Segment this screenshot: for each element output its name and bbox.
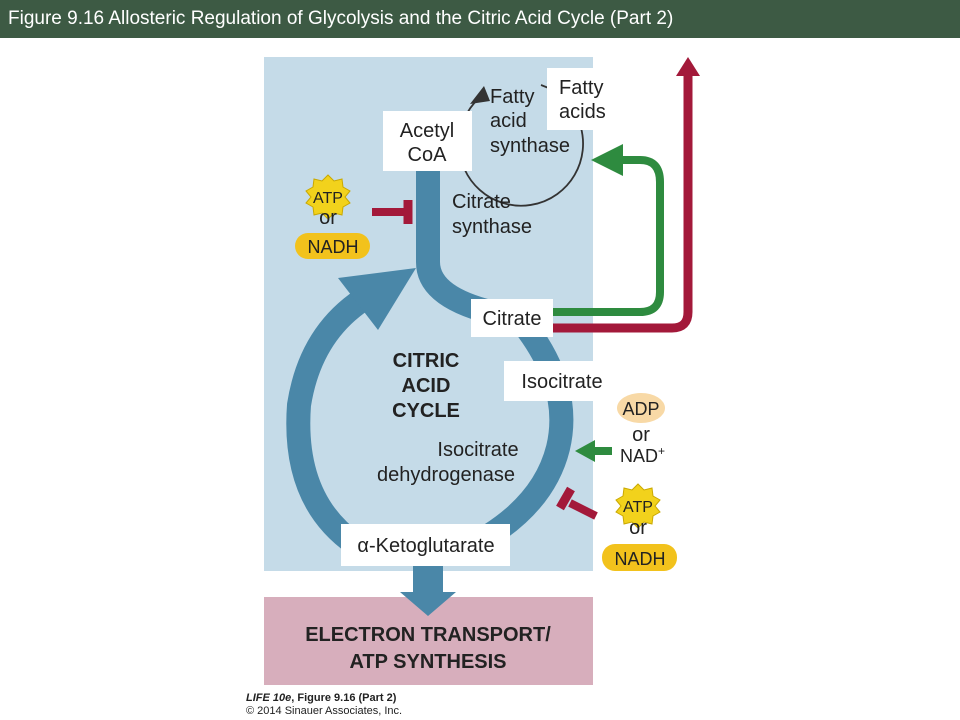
acetyl-coa-to-citrate-path	[416, 165, 494, 324]
citrate-synthase-inhibition	[372, 200, 413, 224]
svg-text:ATP SYNTHESIS: ATP SYNTHESIS	[349, 651, 506, 673]
svg-text:dehydrogenase: dehydrogenase	[377, 464, 515, 486]
isocitrate-box: Isocitrate	[504, 361, 620, 401]
activator-group: ADP or NAD+	[617, 393, 665, 466]
figure-title: Figure 9.16 Allosteric Regulation of Gly…	[0, 0, 960, 38]
cycle-panel	[264, 57, 593, 571]
acetyl-coa-label-line1: Acetyl	[400, 120, 454, 142]
fatty-acids-box: Fatty acids	[547, 68, 619, 130]
fatty-acids-label-line1: Fatty	[559, 77, 603, 99]
cycle-arrowhead	[338, 268, 416, 330]
electron-transport-label: ELECTRON TRANSPORT/ ATP SYNTHESIS	[305, 624, 551, 673]
arrow-to-electron-transport	[400, 562, 456, 616]
svg-text:Fatty: Fatty	[490, 86, 534, 108]
fatty-acids-label-line2: acids	[559, 101, 606, 123]
svg-text:synthase: synthase	[490, 135, 570, 157]
fatty-acid-synthase-circle	[458, 84, 584, 207]
svg-text:CITRIC: CITRIC	[393, 350, 460, 372]
citrate-synthase-label: Citrate synthase	[452, 191, 532, 238]
cycle-right-arc	[483, 322, 574, 546]
svg-text:ELECTRON TRANSPORT/: ELECTRON TRANSPORT/	[305, 624, 551, 646]
svg-text:ACID: ACID	[402, 375, 451, 397]
isocitrate-label: Isocitrate	[521, 371, 602, 393]
credit-copyright: © 2014 Sinauer Associates, Inc.	[246, 705, 403, 717]
alpha-symbol: α	[357, 535, 369, 557]
citric-acid-cycle-label: CITRIC ACID CYCLE	[392, 350, 460, 422]
svg-text:synthase: synthase	[452, 216, 532, 238]
nadh-pill-bottom	[602, 544, 677, 571]
atp-label-bottom: ATP	[623, 499, 653, 516]
nadh-label-bottom: NADH	[614, 549, 665, 569]
atp-label-top: ATP	[313, 190, 343, 207]
inhibitor-bottom-group: ATP or NADH	[602, 483, 677, 571]
citrate-export-arrow	[550, 57, 700, 333]
citrate-activates-fatty-acid-synthase-arrow	[550, 144, 664, 316]
isocitrate-dehydrogenase-inhibition	[556, 486, 598, 520]
nadh-label-top: NADH	[307, 237, 358, 257]
electron-transport-panel	[264, 597, 593, 685]
isocitrate-dehydrogenase-label: Isocitrate dehydrogenase	[377, 439, 519, 486]
ketoglutarate-box: α-Ketoglutarate	[341, 524, 510, 566]
svg-text:acid: acid	[490, 110, 527, 132]
or-label-bottom: or	[629, 517, 647, 539]
adp-label: ADP	[622, 399, 659, 419]
isocitrate-dehydrogenase-activation	[575, 440, 612, 462]
svg-text:CYCLE: CYCLE	[392, 400, 460, 422]
adp-ellipse	[617, 393, 665, 423]
fatty-acid-synthase-label: Fatty acid synthase	[490, 86, 570, 157]
or-label-top: or	[319, 207, 337, 229]
svg-text:Isocitrate: Isocitrate	[437, 439, 518, 461]
or-label-activator: or	[632, 424, 650, 446]
cycle-left-arc	[286, 290, 369, 554]
figure-credit: LIFE 10e, Figure 9.16 (Part 2) © 2014 Si…	[246, 692, 402, 718]
acetyl-coa-box: Acetyl CoA	[383, 111, 472, 171]
nadh-pill-top	[295, 233, 370, 259]
citrate-label: Citrate	[483, 308, 542, 330]
nad-plus-sup: +	[658, 444, 665, 458]
ketoglutarate-label: α-Ketoglutarate	[357, 535, 494, 557]
credit-figure: , Figure 9.16 (Part 2)	[291, 692, 397, 704]
credit-book: LIFE 10e	[246, 692, 292, 704]
nad-label: NAD+	[620, 444, 665, 466]
svg-text:Citrate: Citrate	[452, 191, 511, 213]
atp-star-bottom	[615, 483, 661, 529]
acetyl-coa-label-line2: CoA	[408, 144, 448, 166]
ketoglutarate-name: -Ketoglutarate	[369, 535, 495, 557]
inhibitor-top-group: ATP or NADH	[295, 174, 370, 259]
citrate-box: Citrate	[471, 299, 553, 337]
atp-star-top	[305, 174, 351, 220]
